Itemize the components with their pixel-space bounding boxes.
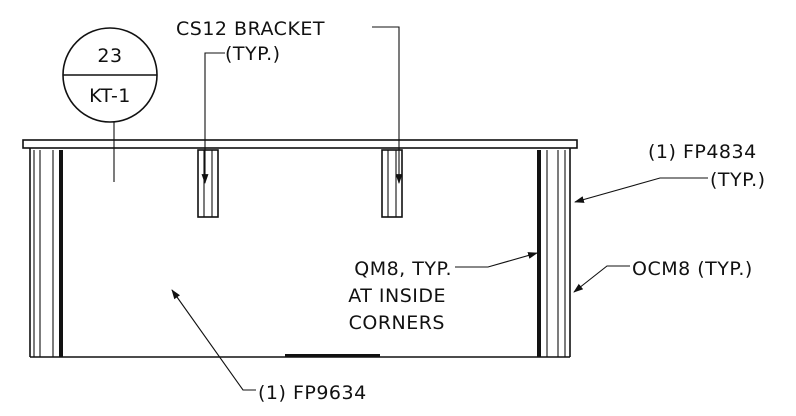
callout-cs12-bracket-line1: CS12 BRACKET bbox=[176, 18, 325, 40]
callout-cs12-bracket-line2: (TYP.) bbox=[225, 43, 281, 65]
callout-qm8-line1: QM8, TYP. bbox=[354, 258, 452, 280]
callout-ocm8: OCM8 (TYP.) bbox=[573, 258, 753, 293]
callout-cs12-bracket: CS12 BRACKET (TYP.) bbox=[176, 18, 403, 184]
callout-fp9634-text: (1) FP9634 bbox=[258, 382, 367, 404]
left-end-panel bbox=[33, 150, 63, 357]
callout-qm8-line3: CORNERS bbox=[349, 312, 445, 334]
detail-sheet: KT-1 bbox=[89, 85, 131, 107]
callout-fp4834: (1) FP4834 (TYP.) bbox=[574, 141, 766, 203]
detail-number: 23 bbox=[97, 45, 122, 67]
callout-fp9634: (1) FP9634 bbox=[171, 289, 367, 404]
right-end-panel bbox=[537, 150, 566, 357]
front-panel-fp9634 bbox=[29, 148, 571, 358]
callout-qm8: QM8, TYP. AT INSIDE CORNERS bbox=[348, 252, 538, 334]
callout-fp4834-line1: (1) FP4834 bbox=[648, 141, 757, 163]
top-panel bbox=[22, 139, 578, 149]
callout-qm8-line2: AT INSIDE bbox=[348, 285, 446, 307]
callout-ocm8-text: OCM8 (TYP.) bbox=[632, 258, 753, 280]
detail-tag-bubble: 23 KT-1 bbox=[62, 27, 158, 182]
cs12-bracket-left bbox=[197, 149, 219, 218]
callout-fp4834-line2: (TYP.) bbox=[710, 169, 766, 191]
